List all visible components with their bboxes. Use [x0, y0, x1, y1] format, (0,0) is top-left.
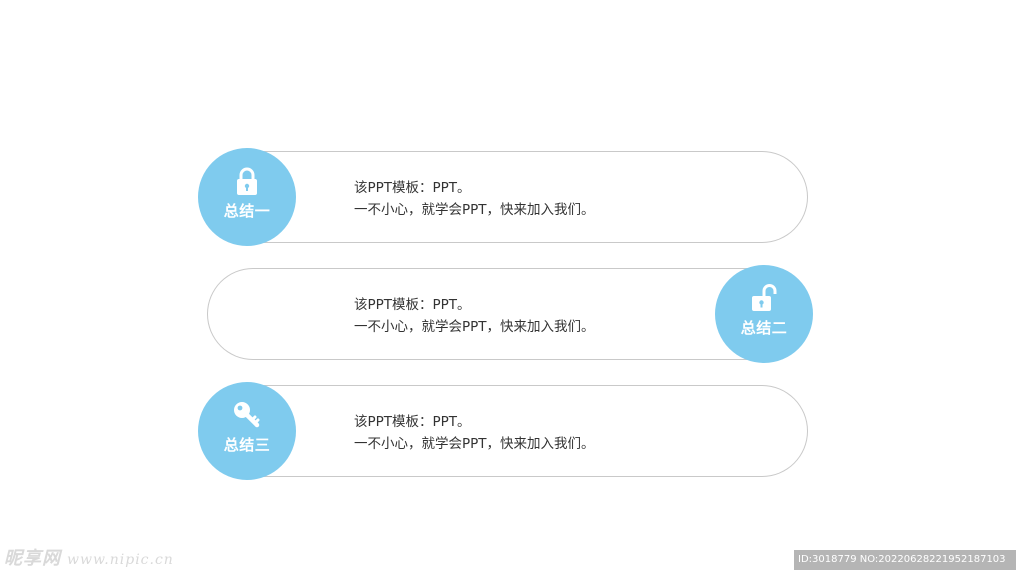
summary-line-1b: 一不小心，就学会PPT，快来加入我们。 [354, 202, 595, 218]
summary-line-2b: 一不小心，就学会PPT，快来加入我们。 [354, 319, 595, 335]
summary-text-1: 该PPT模板：PPT。 一不小心，就学会PPT，快来加入我们。 [354, 177, 595, 221]
summary-line-3b: 一不小心，就学会PPT，快来加入我们。 [354, 436, 595, 452]
badge-label-3: 总结三 [223, 436, 271, 454]
summary-badge-3: 总结三 [198, 382, 296, 480]
watermark-brand-name: 昵享网 [4, 548, 61, 569]
summary-badge-1: 总结一 [198, 148, 296, 246]
watermark-id-bar: ID:3018779 NO:20220628221952187103 [794, 550, 1016, 570]
key-icon [234, 402, 260, 428]
summary-text-2: 该PPT模板：PPT。 一不小心，就学会PPT，快来加入我们。 [354, 294, 595, 338]
summary-line-3a: 该PPT模板：PPT。 [354, 414, 471, 430]
lock-closed-icon [237, 167, 257, 195]
summary-card-2 [207, 268, 764, 360]
watermark-brand: 昵享网 www.nipic.cn [4, 544, 174, 570]
badge-label-2: 总结二 [740, 319, 788, 337]
summary-badge-2: 总结二 [715, 265, 813, 363]
summary-card-1 [246, 151, 808, 243]
summary-text-3: 该PPT模板：PPT。 一不小心，就学会PPT，快来加入我们。 [354, 411, 595, 455]
summary-line-2a: 该PPT模板：PPT。 [354, 297, 471, 313]
badge-label-1: 总结一 [223, 202, 271, 220]
summary-card-3 [246, 385, 808, 477]
summary-line-1a: 该PPT模板：PPT。 [354, 180, 471, 196]
lock-open-icon [752, 284, 777, 311]
watermark-url: www.nipic.cn [67, 552, 174, 568]
